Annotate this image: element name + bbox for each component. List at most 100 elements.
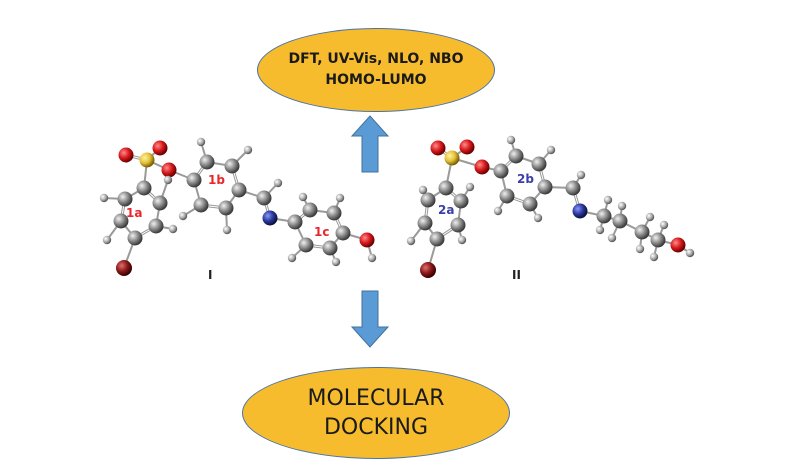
hydrogen-atom [576,170,586,180]
oxygen-atom [359,232,375,248]
sulfur-atom [444,150,460,166]
carbon-atom [298,237,314,253]
carbon-atom [634,224,650,240]
down-arrow [350,290,390,348]
hydrogen-atom [493,206,503,216]
hydrogen-atom [659,220,669,230]
hydrogen-atom [595,225,605,235]
carbon-atom [508,148,524,164]
carbon-atom [186,172,202,188]
hydrogen-atom [298,192,308,202]
carbon-atom [335,225,351,241]
hydrogen-atom [196,137,206,147]
oxygen-atom [118,147,134,163]
carbon-atom [522,196,538,212]
carbon-atom [596,208,612,224]
hydrogen-atom [506,135,516,145]
nitrogen-atom [572,203,588,219]
carbon-atom [453,193,469,209]
carbon-atom [117,191,133,207]
carbon-atom [302,202,318,218]
hydrogen-atom [603,195,613,205]
hydrogen-atom [607,233,617,243]
hydrogen-atom [168,224,178,234]
hydrogen-atom [335,193,345,203]
ring-label-2b: 2b [517,172,534,186]
hydrogen-atom [635,244,645,254]
nitrogen-atom [262,210,278,226]
analysis-methods-ellipse: DFT, UV-Vis, NLO, NBO HOMO-LUMO [257,28,495,112]
hydrogen-atom [102,235,112,245]
sulfur-atom [139,152,155,168]
carbon-atom [127,230,143,246]
carbon-atom [420,192,436,208]
carbon-atom [152,195,168,211]
carbon-atom [326,205,342,221]
hydrogen-atom [163,175,173,185]
hydrogen-atom [273,178,283,188]
molecular-docking-ellipse: MOLECULAR DOCKING [242,367,510,459]
molecule-I [99,137,377,276]
carbon-atom [537,179,553,195]
hydrogen-atom [331,257,341,267]
ring-label-1a: 1a [126,206,142,220]
hydrogen-atom [533,213,543,223]
molecule-label-II: II [512,268,521,282]
oxygen-atom [161,162,177,178]
oxygen-atom [459,139,475,155]
hydrogen-atom [99,193,109,203]
oxygen-atom [474,159,490,175]
hydrogen-atom [367,253,377,263]
carbon-atom [136,180,152,196]
docking-line2: DOCKING [323,415,429,440]
hydrogen-atom [222,225,232,235]
hydrogen-atom [649,252,659,262]
carbon-atom [256,190,272,206]
hydrogen-atom [406,236,416,246]
carbon-atom [612,213,628,229]
ring-label-2a: 2a [438,203,454,217]
carbon-atom [231,182,247,198]
hydrogen-atom [617,201,627,211]
carbon-atom [193,197,209,213]
carbon-atom [287,214,303,230]
hydrogen-atom [418,185,428,195]
hydrogen-atom [465,182,475,192]
carbon-atom [565,180,581,196]
carbon-atom [224,158,240,174]
oxygen-atom [430,140,446,156]
analysis-methods-line1: DFT, UV-Vis, NLO, NBO [288,51,464,67]
carbon-atom [429,231,445,247]
hydrogen-atom [546,145,556,155]
hydrogen-atom [457,235,467,245]
carbon-atom [148,218,164,234]
carbon-atom [531,156,547,172]
carbon-atom [450,217,466,233]
ring-label-1c: 1c [314,225,329,239]
bromine-atom [116,260,132,276]
carbon-atom [322,240,338,256]
docking-line1: MOLECULAR [307,386,445,411]
hydrogen-atom [287,253,297,263]
bromine-atom [420,262,436,278]
hydrogen-atom [178,211,188,221]
molecule-II [406,135,695,278]
carbon-atom [438,180,454,196]
carbon-atom [417,215,433,231]
molecule-label-I: I [208,268,212,282]
oxygen-atom [670,237,686,253]
hydrogen-atom [243,145,253,155]
carbon-atom [113,213,129,229]
analysis-methods-line2: HOMO-LUMO [325,72,427,88]
up-arrow [350,115,390,173]
oxygen-atom [152,140,168,156]
carbon-atom [493,163,509,179]
hydrogen-atom [685,248,695,258]
hydrogen-atom [645,212,655,222]
carbon-atom [199,154,215,170]
carbon-atom [650,232,666,248]
ring-label-1b: 1b [208,173,225,187]
carbon-atom [499,188,515,204]
carbon-atom [218,200,234,216]
